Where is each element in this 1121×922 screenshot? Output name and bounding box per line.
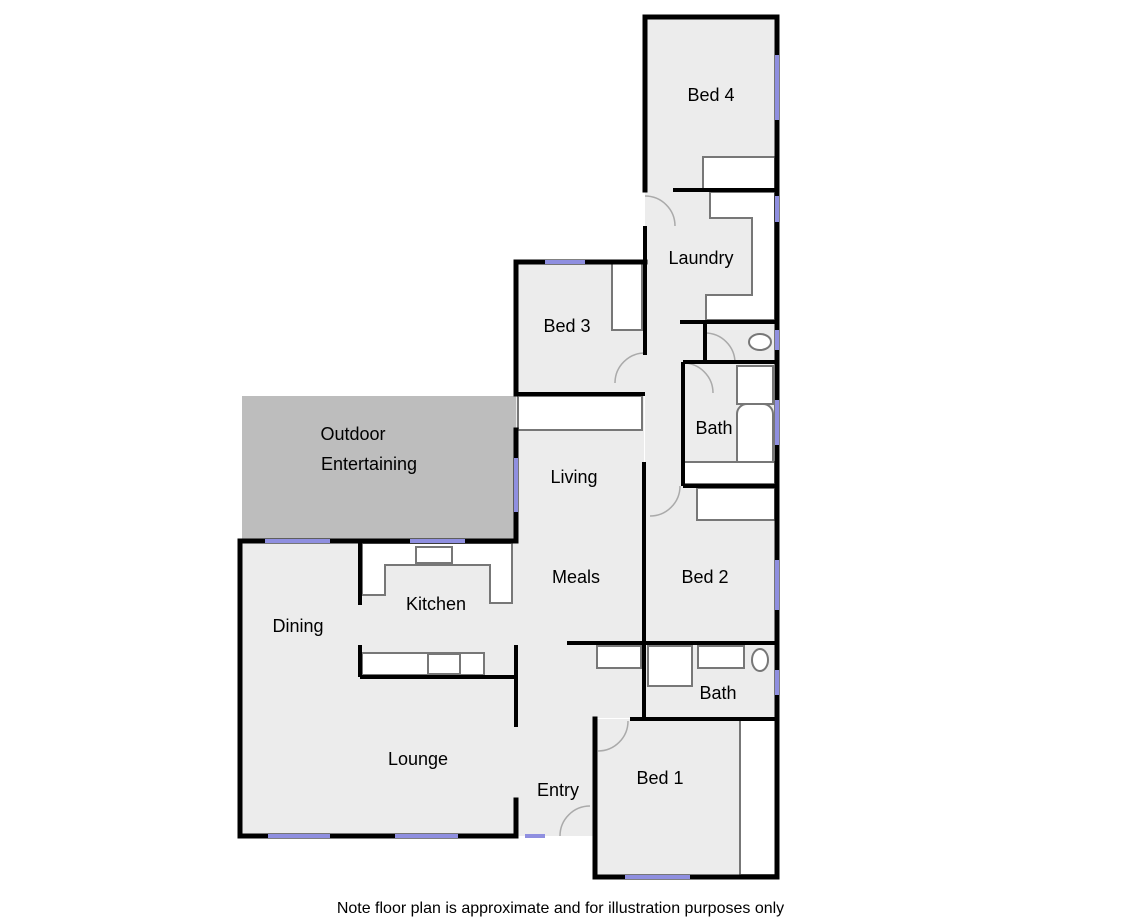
- wall-bed3: [513, 259, 648, 397]
- living-meals-floor: [516, 394, 644, 644]
- entry-cupboard: [596, 645, 642, 669]
- bed3-robe: [611, 262, 643, 331]
- shower-upper: [736, 365, 774, 405]
- bathtub: [736, 403, 774, 471]
- room-label-bed2: Bed 2: [681, 567, 729, 587]
- wall-west: [237, 427, 519, 839]
- room-label-entry: Entry: [536, 780, 580, 800]
- room-label-meals: Meals: [551, 567, 601, 587]
- room-label-bed1: Bed 1: [636, 768, 684, 788]
- toilet-lower: [751, 648, 769, 672]
- kitchen-sink: [415, 546, 453, 564]
- door-entry: [559, 805, 591, 837]
- room-label-outdoor: Outdoor: [320, 424, 386, 444]
- room-label-entertaining: Entertaining: [320, 454, 418, 474]
- bed1-robe: [739, 719, 777, 876]
- room-label-kitchen: Kitchen: [405, 594, 467, 614]
- vanity-upper: [682, 461, 776, 485]
- room-label-dining: Dining: [272, 616, 324, 636]
- door-bed3: [614, 352, 646, 384]
- room-label-bed3: Bed 3: [543, 316, 591, 336]
- bed4-robe: [702, 156, 776, 190]
- dining-floor: [240, 541, 360, 836]
- room-label-bath-lower: Bath: [699, 683, 737, 703]
- living-cupboard: [517, 395, 643, 431]
- outdoor-area: [242, 396, 516, 541]
- kitchen-bench-sink: [361, 542, 513, 604]
- door-bed2: [649, 485, 681, 517]
- door-laundry: [644, 195, 676, 227]
- door-bed1: [597, 720, 629, 752]
- disclaimer-note: Note floor plan is approximate and for i…: [336, 900, 785, 917]
- vanity-lower: [697, 645, 745, 669]
- cooktop: [427, 653, 461, 675]
- kitchen-bench-stove: [361, 652, 485, 676]
- toilet-upper: [748, 333, 772, 351]
- shower-lower: [647, 645, 693, 687]
- room-label-bed4: Bed 4: [687, 85, 735, 105]
- room-label-living: Living: [550, 467, 598, 487]
- room-label-laundry: Laundry: [668, 248, 734, 268]
- room-label-bath-upper: Bath: [695, 418, 733, 438]
- door-wc: [704, 332, 736, 364]
- wall-east: [592, 14, 780, 880]
- room-label-lounge: Lounge: [387, 749, 449, 769]
- bed2-robe: [696, 487, 776, 521]
